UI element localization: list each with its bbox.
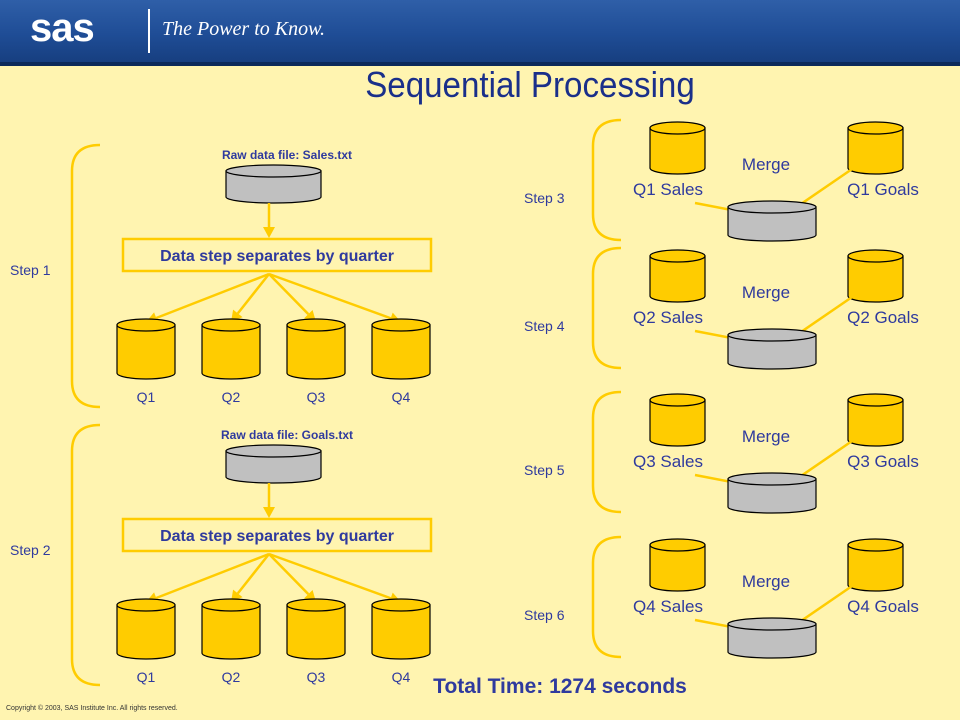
flow-arrow [268, 553, 316, 602]
sales-label: Q2 Sales [633, 308, 703, 327]
sales-label: Q1 Sales [633, 180, 703, 199]
flow-arrow [268, 272, 401, 324]
sas-logo: sas [30, 6, 95, 50]
raw-file-cylinder [225, 164, 322, 204]
goals-label: Q4 Goals [847, 597, 919, 616]
flow-arrow [268, 552, 401, 604]
page-title: Sequential Processing [365, 64, 695, 105]
raw-file-label: Raw data file: Goals.txt [221, 428, 353, 442]
goals-cylinder [847, 538, 904, 592]
output-label: Q2 [222, 389, 241, 405]
output-cylinder [116, 318, 176, 380]
step-bracket [70, 143, 101, 409]
sales-cylinder [649, 249, 706, 303]
output-label: Q3 [307, 669, 326, 685]
step-label: Step 6 [524, 607, 565, 623]
step-bracket [70, 423, 101, 687]
process-box [121, 237, 433, 273]
step-bracket [591, 118, 622, 242]
logo-divider [148, 9, 150, 53]
raw-file-label: Raw data file: Sales.txt [222, 148, 352, 162]
output-cylinder [201, 598, 261, 660]
sales-label: Q3 Sales [633, 452, 703, 471]
step-bracket [591, 246, 622, 370]
goals-label: Q1 Goals [847, 180, 919, 199]
raw-file-cylinder [225, 444, 322, 484]
flow-arrow [263, 203, 275, 238]
output-cylinder [371, 598, 431, 660]
merged-cylinder [727, 617, 817, 659]
output-cylinder [116, 598, 176, 660]
output-cylinder [371, 318, 431, 380]
step-label: Step 3 [524, 190, 565, 206]
header-bar: sas The Power to Know. [0, 0, 960, 62]
step-label: Step 2 [10, 542, 51, 558]
merged-cylinder [727, 472, 817, 514]
step-label: Step 5 [524, 462, 565, 478]
merge-label: Merge [742, 572, 790, 591]
tagline: The Power to Know. [162, 18, 325, 40]
step-bracket [591, 535, 622, 659]
output-label: Q2 [222, 669, 241, 685]
goals-cylinder [847, 393, 904, 447]
merge-label: Merge [742, 155, 790, 174]
output-label: Q3 [307, 389, 326, 405]
flow-arrow [263, 483, 275, 518]
output-cylinder [201, 318, 261, 380]
goals-label: Q3 Goals [847, 452, 919, 471]
merge-label: Merge [742, 427, 790, 446]
sales-label: Q4 Sales [633, 597, 703, 616]
output-label: Q1 [137, 669, 156, 685]
output-cylinder [286, 318, 346, 380]
goals-cylinder [847, 249, 904, 303]
merged-cylinder [727, 328, 817, 370]
step-label: Step 1 [10, 262, 51, 278]
step-label: Step 4 [524, 318, 565, 334]
merged-cylinder [727, 200, 817, 242]
flow-arrow [268, 273, 316, 322]
copyright-notice: Copyright © 2003, SAS Institute Inc. All… [6, 705, 178, 712]
output-label: Q4 [392, 389, 411, 405]
sales-cylinder [649, 121, 706, 175]
sales-cylinder [649, 538, 706, 592]
process-box [121, 517, 433, 553]
total-time: Total Time: 1274 seconds [433, 675, 687, 698]
output-label: Q4 [392, 669, 411, 685]
header-rule [0, 62, 960, 66]
process-label: Data step separates by quarter [160, 528, 394, 545]
output-cylinder [286, 598, 346, 660]
merge-label: Merge [742, 283, 790, 302]
goals-cylinder [847, 121, 904, 175]
step-bracket [591, 390, 622, 514]
output-label: Q1 [137, 389, 156, 405]
process-label: Data step separates by quarter [160, 248, 394, 265]
sales-cylinder [649, 393, 706, 447]
goals-label: Q2 Goals [847, 308, 919, 327]
